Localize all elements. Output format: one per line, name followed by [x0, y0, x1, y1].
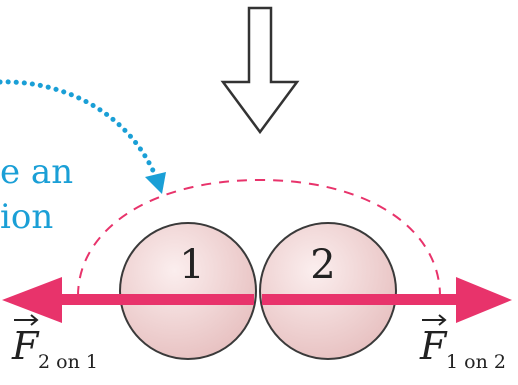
force-left-arrowhead — [2, 277, 62, 323]
system-boundary-dashed — [77, 178, 441, 297]
caption-line-2: ion — [0, 197, 53, 237]
ball-2-label: 2 — [310, 242, 335, 288]
ball-1 — [119, 222, 257, 360]
ball-1-label: 1 — [179, 242, 204, 288]
force-right-symbol: F — [419, 324, 448, 368]
force-left-subscript: 2 on 1 — [38, 351, 98, 373]
vector-arrow-icon — [14, 314, 39, 326]
down-arrow-icon — [220, 6, 300, 135]
dotted-pointer-arrowhead — [145, 172, 166, 194]
vector-arrow-icon — [422, 314, 447, 326]
force-right-shaft — [262, 294, 468, 305]
caption-line-1: e an — [0, 152, 73, 192]
force-right-label: F 1 on 2 — [419, 314, 506, 373]
dotted-pointer-line — [0, 79, 161, 185]
force-right-subscript: 1 on 2 — [446, 351, 506, 373]
force-left-label: F 2 on 1 — [11, 314, 98, 373]
force-left-symbol: F — [11, 324, 40, 368]
force-left-shaft — [50, 294, 254, 305]
ball-2 — [259, 222, 397, 360]
force-right-arrowhead — [456, 277, 512, 323]
